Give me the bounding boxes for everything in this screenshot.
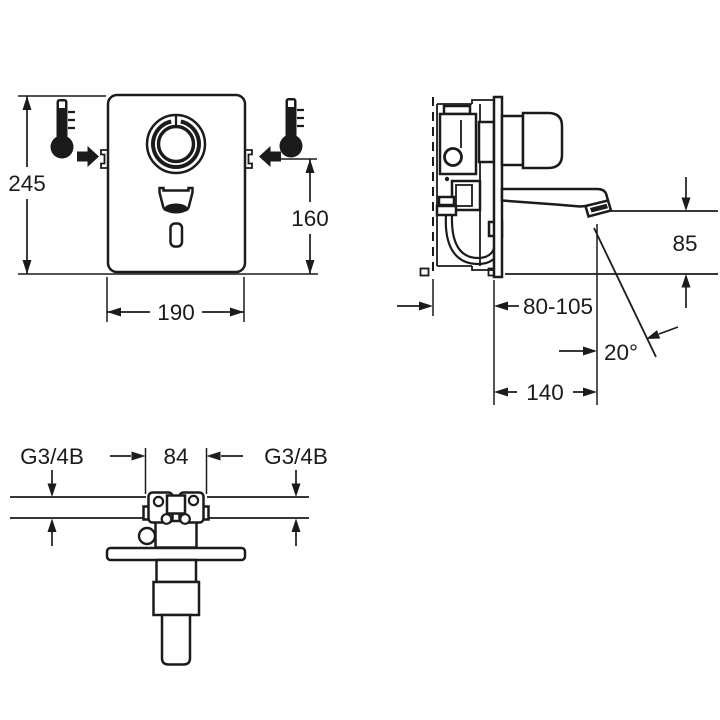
- dim-stream-angle: 20°: [559, 224, 679, 405]
- spout-side: [500, 187, 613, 219]
- dim-inlet-height-160: 160: [262, 158, 329, 274]
- arrow-left: [107, 307, 121, 317]
- spout-front: [158, 186, 194, 214]
- screw: [187, 494, 200, 507]
- arrow-up: [291, 518, 301, 532]
- dim-label: 160: [291, 206, 329, 231]
- arrow-down: [305, 260, 315, 274]
- arrow-down: [681, 197, 691, 211]
- screw: [179, 513, 191, 525]
- dim-label: G3/4B: [264, 444, 328, 469]
- thermometer-bulb: [279, 134, 303, 158]
- shaft-segment-1: [155, 558, 198, 584]
- valve-dot: [444, 176, 450, 182]
- solenoid-inner: [455, 184, 473, 207]
- ext-line: [106, 277, 245, 322]
- arrow-right: [583, 346, 597, 356]
- thermometer-icon-right: [279, 98, 304, 158]
- arrow-left: [494, 387, 508, 397]
- thermometer-bulb: [50, 135, 74, 159]
- flow-arrow-right-inlet: [259, 146, 281, 167]
- knob-grip-ring: [151, 119, 201, 169]
- arrow-up: [681, 274, 691, 288]
- front-view: 245 160 190: [8, 93, 329, 325]
- thermometer-ticks: [297, 108, 304, 128]
- spout-side-body: [500, 187, 610, 208]
- thermometer-window: [288, 100, 294, 107]
- arrow-down: [22, 260, 32, 274]
- dim-label: 245: [8, 171, 46, 196]
- ext-line: [144, 448, 208, 494]
- knob-inner-ring: [156, 124, 196, 164]
- shaft-segment-2: [152, 580, 201, 617]
- dim-label: G3/4B: [20, 444, 84, 469]
- stream-line: [593, 227, 657, 358]
- arrow-down: [291, 483, 301, 497]
- dim-height-245: 245: [8, 95, 318, 275]
- thermometer-window: [59, 101, 65, 108]
- dim-spout-reach-140: 140: [494, 380, 597, 405]
- arrow-to-stream: [646, 330, 661, 339]
- side-view: 85 80-105 20° 140: [397, 95, 718, 405]
- shaft-segment-3: [160, 613, 192, 666]
- in-wall-box: [419, 99, 504, 277]
- inlet-nut: [435, 204, 458, 217]
- mounting-foot: [419, 267, 430, 277]
- box-outline: [436, 99, 494, 271]
- thermometer-ticks: [68, 110, 75, 130]
- flow-arrow-left-inlet: [77, 146, 99, 167]
- inlet-nut: [437, 195, 456, 207]
- screw: [152, 495, 165, 508]
- arrow-right: [131, 451, 146, 461]
- dim-label: 84: [163, 444, 188, 469]
- bottom-view: 84 G3/4B G3/4B: [10, 444, 328, 666]
- arrow-down: [47, 483, 57, 497]
- thermometer-stem: [285, 98, 297, 139]
- panel-plate-bottom: [105, 546, 247, 562]
- knob-side: [521, 111, 564, 170]
- sensor-window: [169, 222, 184, 248]
- thread-label-left: G3/4B: [20, 444, 84, 546]
- connection-body: [137, 491, 210, 549]
- dim-label: 20°: [604, 340, 638, 365]
- body-lower: [154, 519, 198, 549]
- panel-tab-left: [100, 149, 108, 169]
- aerator-slot: [590, 203, 608, 213]
- panel-side: [492, 95, 504, 279]
- dim-connection-spacing-84: 84: [110, 444, 243, 494]
- leader-line: [658, 326, 679, 335]
- dim-label: 85: [672, 231, 697, 256]
- dim-label: 190: [157, 300, 195, 325]
- knob-stem-side: [500, 114, 525, 167]
- spout-bottom: [152, 558, 201, 666]
- panel-tab-right: [245, 149, 253, 169]
- dim-label: 80-105: [523, 294, 593, 319]
- panel-front: [106, 93, 247, 274]
- screw: [160, 513, 173, 525]
- thread-label-right: G3/4B: [264, 444, 328, 546]
- arrow-right: [419, 301, 433, 311]
- arrow-up: [22, 96, 32, 110]
- thermometer-icon-left: [50, 99, 75, 159]
- dim-mounting-depth: 80-105: [397, 279, 593, 405]
- arrow-left: [206, 451, 221, 461]
- dim-label: 140: [526, 380, 564, 405]
- hose-ring: [137, 526, 157, 546]
- arrow-right: [230, 307, 244, 317]
- arrow-right: [583, 387, 597, 397]
- valve-dial: [443, 147, 463, 167]
- thermometer-stem: [56, 99, 68, 141]
- arrow-up: [47, 518, 57, 532]
- spout-outlet: [164, 203, 188, 214]
- control-knob: [145, 113, 207, 175]
- arrow-left: [494, 301, 508, 311]
- dim-outlet-height-85: 85: [505, 177, 718, 308]
- bridge-block: [165, 494, 187, 515]
- dim-width-190: 190: [106, 277, 245, 325]
- valve-spindle: [477, 120, 496, 164]
- arrow-up: [305, 159, 315, 173]
